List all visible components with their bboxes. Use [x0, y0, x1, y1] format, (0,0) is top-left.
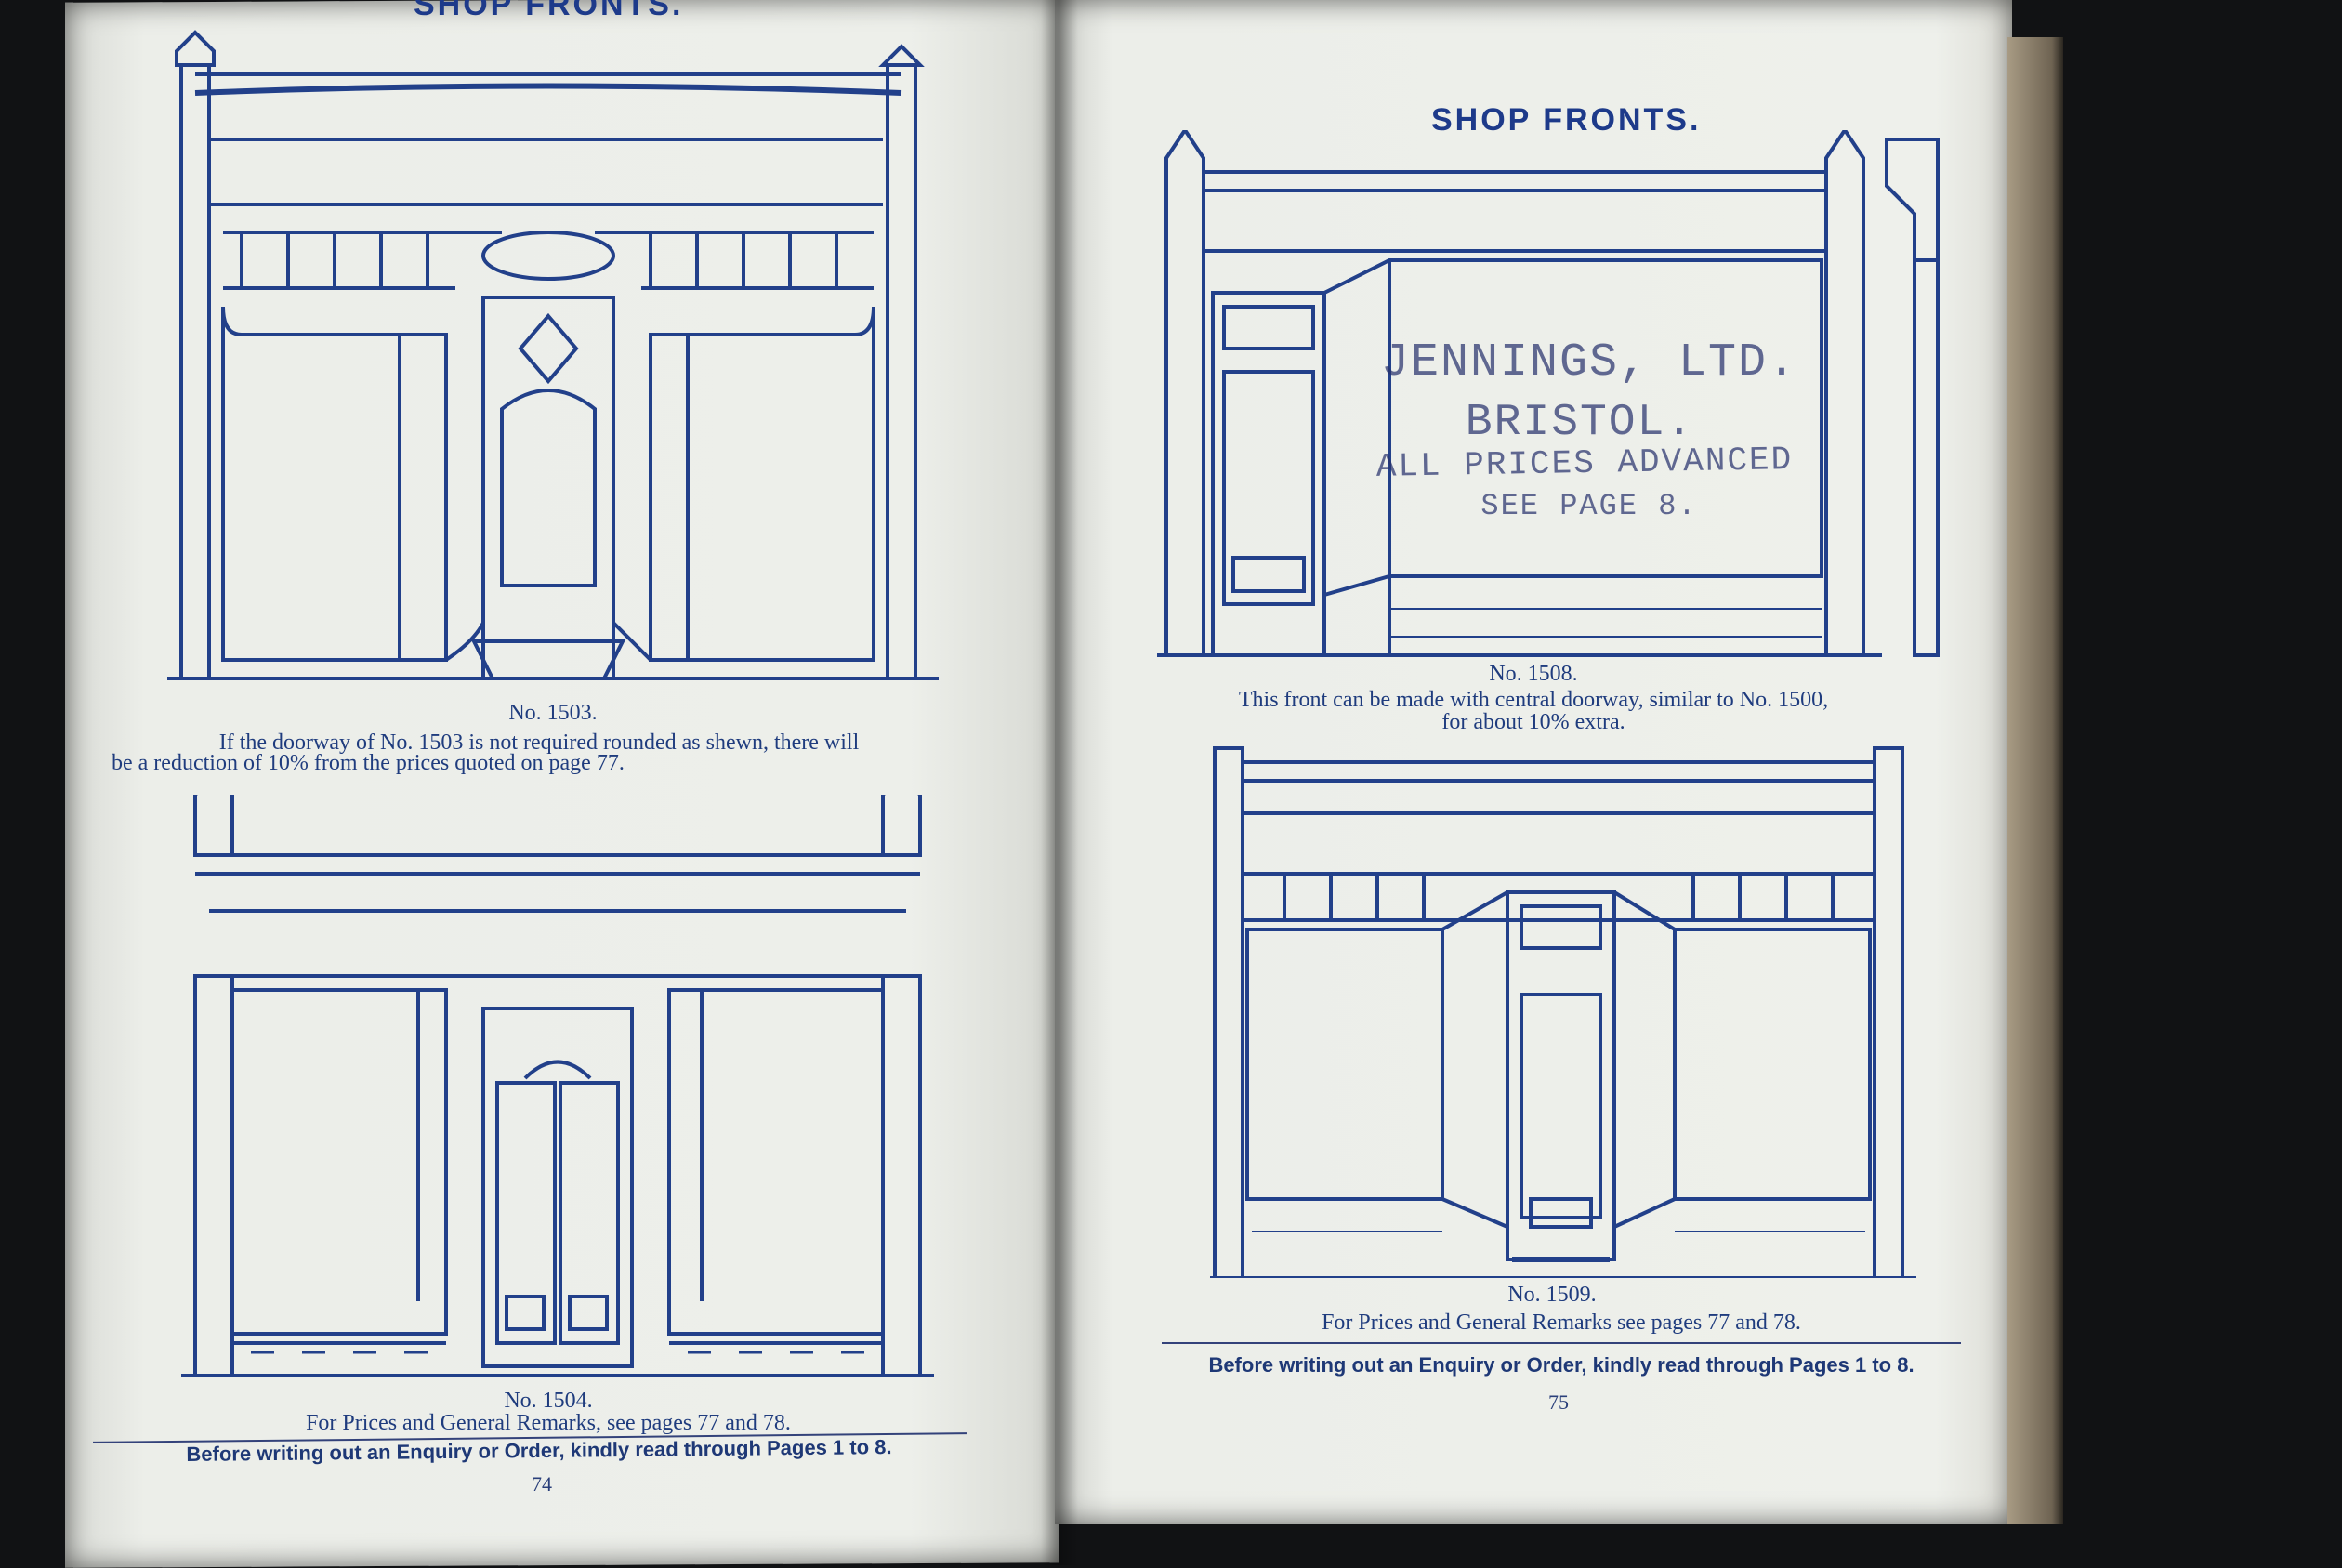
left-page-heading: SHOP FRONTS. — [414, 0, 684, 22]
shop-front-1508-drawing — [1157, 130, 1940, 657]
figure-1503-caption-line-1: If the doorway of No. 1503 is not requir… — [218, 731, 860, 755]
figure-1508-number: No. 1508. — [1489, 662, 1578, 686]
shop-front-1509-drawing — [1210, 746, 1916, 1278]
figure-1508-caption-line-1: This front can be made with central door… — [1238, 688, 1829, 712]
figure-1509-number: No. 1509. — [1507, 1283, 1597, 1307]
figure-1503-number: No. 1503. — [508, 701, 598, 725]
figure-1509-caption: For Prices and General Remarks see pages… — [1322, 1311, 1801, 1335]
stamp-line-4: SEE PAGE 8. — [1480, 489, 1698, 523]
figure-1504-caption: For Prices and General Remarks, see page… — [306, 1411, 791, 1435]
right-page-number: 75 — [1548, 1390, 1569, 1414]
shop-front-1503-drawing — [167, 30, 939, 680]
figure-1508-caption-line-2: for about 10% extra. — [1441, 710, 1625, 734]
right-footer-notice: Before writing out an Enquiry or Order, … — [1208, 1353, 1914, 1377]
left-page-number: 74 — [532, 1472, 552, 1496]
stamp-line-2: BRISTOL. — [1465, 398, 1695, 448]
shop-front-1504-drawing — [181, 795, 934, 1377]
figure-1504-number: No. 1504. — [504, 1389, 593, 1413]
stamp-line-1: JENNINGS, LTD. — [1380, 336, 1798, 389]
right-page-heading: SHOP FRONTS. — [1431, 102, 1702, 138]
figure-1503-caption-line-2: be a reduction of 10% from the prices qu… — [112, 751, 625, 775]
book-edge — [2007, 37, 2063, 1524]
right-footer-rule — [1162, 1342, 1961, 1344]
book-gutter — [1041, 0, 1078, 1565]
